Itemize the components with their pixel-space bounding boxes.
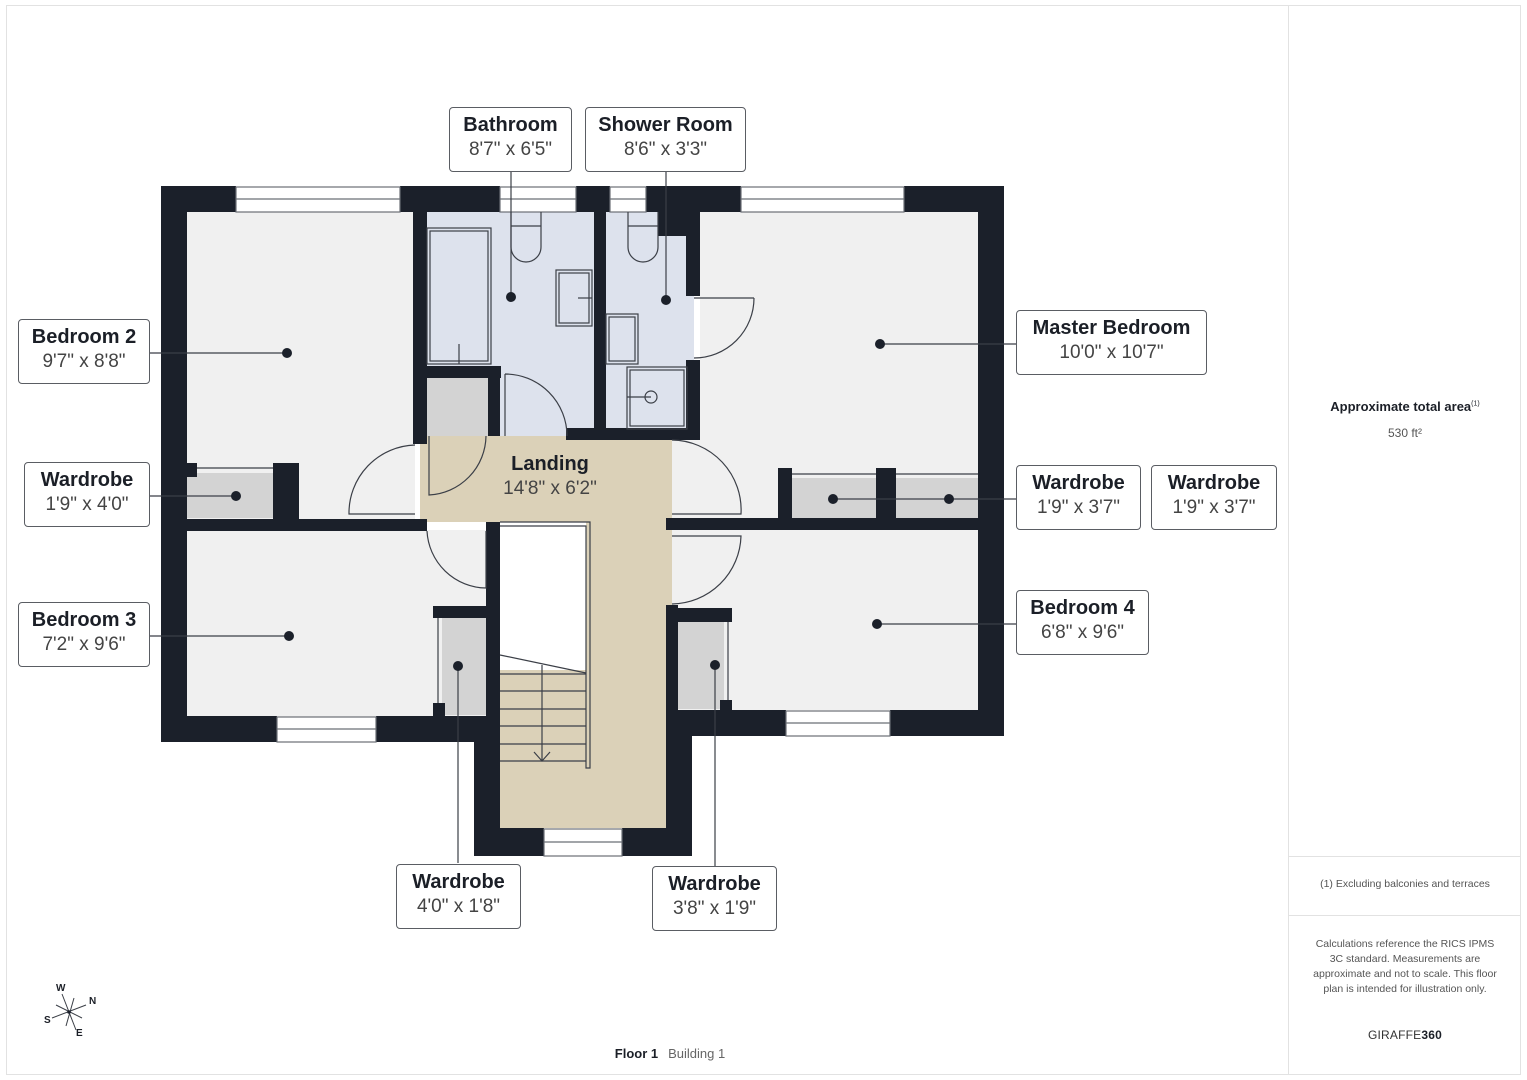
divider <box>1289 915 1521 916</box>
brand-prefix: GIRAFFE <box>1367 1028 1422 1042</box>
room-name: Wardrobe <box>1167 472 1261 494</box>
room-dims: 10'0" x 10'7" <box>1059 342 1164 363</box>
brand-logo: GIRAFFE360 <box>1289 1028 1521 1042</box>
label-bedroom-4: Bedroom 4 6'8" x 9'6" <box>1016 590 1149 655</box>
room-dims: 1'9" x 3'7" <box>1172 497 1256 518</box>
room-name: Master Bedroom <box>1032 317 1191 339</box>
room-dims: 9'7" x 8'8" <box>42 351 126 372</box>
label-wardrobe-bedroom-4: Wardrobe 3'8" x 1'9" <box>652 866 777 931</box>
disclaimer: Calculations reference the RICS IPMS 3C … <box>1313 938 1497 995</box>
label-shower-room: Shower Room 8'6" x 3'3" <box>585 107 746 172</box>
room-name: Wardrobe <box>40 469 134 491</box>
room-name: Bathroom <box>463 114 558 136</box>
area-footnote: (1) Excluding balconies and terraces <box>1320 878 1490 890</box>
room-dims: 1'9" x 4'0" <box>45 494 129 515</box>
divider <box>1289 856 1521 857</box>
area-title: Approximate total area(1) <box>1289 399 1521 414</box>
room-name: Bedroom 4 <box>1030 597 1135 619</box>
room-dims: 3'8" x 1'9" <box>672 898 757 919</box>
room-name: Bedroom 3 <box>31 609 137 631</box>
room-name: Landing <box>511 453 589 475</box>
floor-caption: Floor 1 Building 1 <box>540 1046 800 1061</box>
floor-name: Floor 1 <box>614 1046 659 1061</box>
leader-lines <box>150 172 1016 866</box>
label-wardrobe-master-2: Wardrobe 1'9" x 3'7" <box>1151 465 1277 530</box>
label-bathroom: Bathroom 8'7" x 6'5" <box>449 107 572 172</box>
room-dims: 6'8" x 9'6" <box>1040 622 1125 643</box>
label-master-bedroom: Master Bedroom 10'0" x 10'7" <box>1016 310 1207 375</box>
room-name: Bedroom 2 <box>31 326 137 348</box>
summary-panel: Approximate total area(1) 530 ft² (1) Ex… <box>1288 5 1521 1075</box>
room-dims: 8'7" x 6'5" <box>468 139 553 160</box>
room-name: Shower Room <box>598 114 733 136</box>
floor-plan <box>150 172 1016 866</box>
area-title-text: Approximate total area <box>1330 399 1472 414</box>
total-area-value: 530 ft² <box>1387 426 1423 440</box>
label-wardrobe-bedroom-2: Wardrobe 1'9" x 4'0" <box>24 462 150 527</box>
room-dims: 8'6" x 3'3" <box>623 139 708 160</box>
compass-rose-icon <box>51 993 87 1031</box>
room-dims: 7'2" x 9'6" <box>42 634 126 655</box>
room-name: Wardrobe <box>412 871 505 893</box>
room-markers <box>231 292 954 671</box>
label-wardrobe-bedroom-3: Wardrobe 4'0" x 1'8" <box>396 864 521 929</box>
room-dims: 4'0" x 1'8" <box>416 896 501 917</box>
windows <box>235 186 905 857</box>
landing-label: Landing 14'8" x 6'2" <box>470 452 630 502</box>
compass-e: E <box>76 1028 83 1039</box>
page-frame <box>6 5 1521 1075</box>
room-dims: 14'8" x 6'2" <box>503 478 597 499</box>
footnote-mark: (1) <box>1471 400 1480 408</box>
walls <box>161 186 1004 856</box>
label-wardrobe-master-1: Wardrobe 1'9" x 3'7" <box>1016 465 1141 530</box>
building-name: Building 1 <box>668 1046 726 1061</box>
room-name: Wardrobe <box>668 873 761 895</box>
brand-suffix: 360 <box>1421 1028 1443 1042</box>
compass-n: N <box>89 996 97 1007</box>
room-name: Wardrobe <box>1032 472 1125 494</box>
compass-w: W <box>56 983 66 994</box>
compass-s: S <box>44 1015 51 1026</box>
compass: W N S E <box>40 980 110 1045</box>
label-bedroom-2: Bedroom 2 9'7" x 8'8" <box>18 319 150 384</box>
room-fills <box>187 212 978 828</box>
label-bedroom-3: Bedroom 3 7'2" x 9'6" <box>18 602 150 667</box>
room-dims: 1'9" x 3'7" <box>1036 497 1121 518</box>
